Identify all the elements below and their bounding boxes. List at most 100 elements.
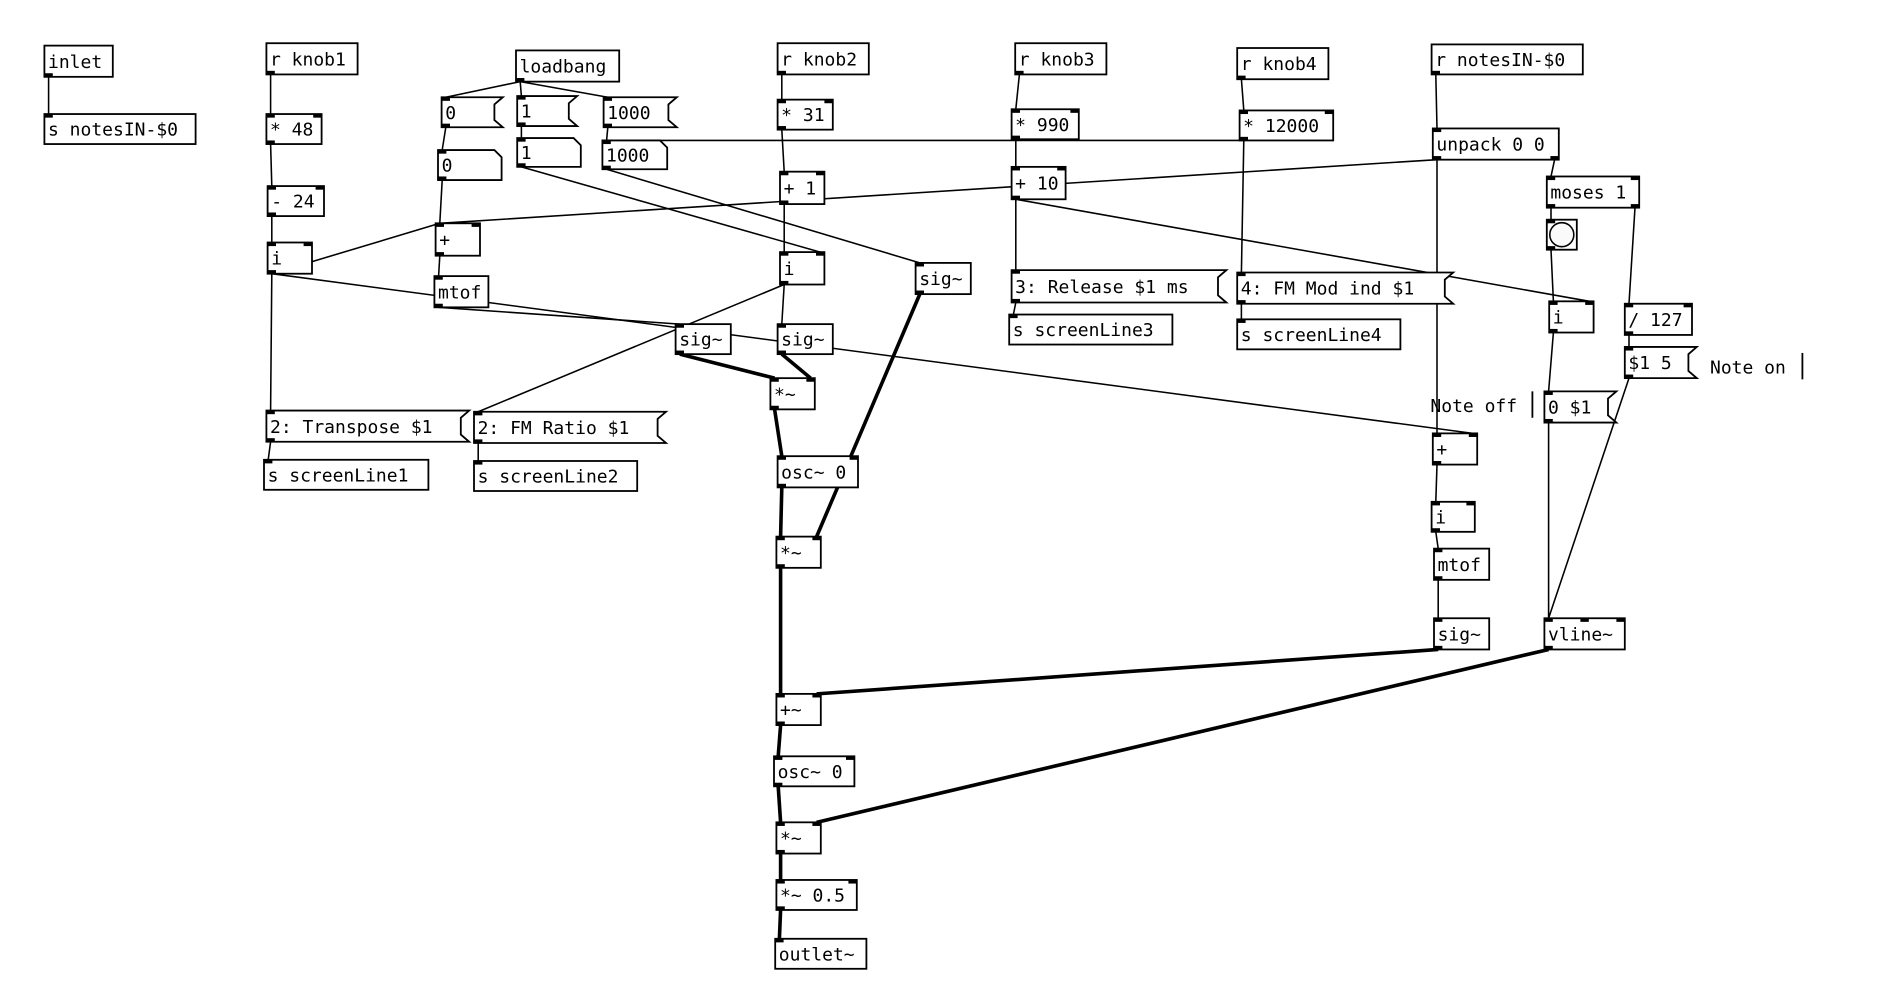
outlet-port[interactable] (1431, 70, 1440, 75)
inlet-port[interactable] (1011, 109, 1020, 113)
bang-button[interactable] (1545, 218, 1578, 251)
outlet-port[interactable] (915, 290, 924, 295)
inlet-port[interactable] (776, 536, 785, 541)
outlet-port[interactable] (603, 123, 612, 128)
inlet-port[interactable] (603, 97, 612, 101)
patch-cable-loadbang-to-msg0[interactable] (445, 80, 521, 99)
patch-cable-plus_b-to-i_b[interactable] (1435, 464, 1438, 502)
outlet-port[interactable] (1432, 156, 1442, 160)
inlet-port[interactable] (303, 242, 312, 247)
outlet-port[interactable] (1544, 418, 1553, 423)
inlet-port[interactable] (824, 99, 833, 104)
patch-cable-sig_c-to-mulsig_b[interactable] (814, 293, 922, 538)
patch-cable-osc_b-to-mulsig_c[interactable] (776, 786, 783, 823)
inlet-port[interactable] (816, 171, 825, 176)
inlet-port[interactable] (846, 756, 855, 760)
inlet-port[interactable] (812, 822, 821, 826)
inlet-port[interactable] (441, 97, 450, 101)
object-box[interactable]: i (779, 251, 826, 286)
patch-cable-loadbang-to-msg1000[interactable] (520, 80, 608, 99)
outlet-port[interactable] (517, 122, 526, 127)
outlet-port[interactable] (770, 405, 779, 410)
patch-cable-mul48-to-sub24[interactable] (269, 144, 273, 187)
patch-cable-r_notesin-to-unpack[interactable] (1435, 74, 1438, 129)
inlet-port[interactable] (1432, 128, 1442, 133)
outlet-port[interactable] (434, 303, 443, 308)
object-box[interactable]: + (434, 222, 481, 257)
message-box[interactable]: 0 $1 (1543, 390, 1619, 424)
outlet-port[interactable] (774, 782, 783, 787)
object-box[interactable]: i (1548, 300, 1595, 334)
inlet-port[interactable] (776, 822, 785, 826)
outlet-port[interactable] (777, 126, 786, 130)
inlet-port[interactable] (812, 536, 821, 541)
object-box[interactable]: r notesIN-$0 (1430, 43, 1584, 76)
object-box[interactable]: i (1430, 500, 1476, 533)
patch-cable-moses-to-div127[interactable] (1628, 207, 1636, 304)
object-box[interactable]: sig~ (1433, 617, 1491, 651)
inlet-port[interactable] (1011, 270, 1020, 274)
object-box[interactable]: s notesIN-$0 (43, 113, 197, 145)
patch-cable-mulsig_a-to-osc_a[interactable] (772, 409, 784, 457)
inlet-port[interactable] (267, 242, 276, 247)
object-box[interactable]: s screenLine4 (1236, 318, 1402, 351)
patch-cable-unpack-to-plus_a[interactable] (439, 158, 1438, 225)
object-box[interactable]: / 127 (1623, 302, 1693, 336)
outlet-port[interactable] (675, 350, 684, 355)
object-box[interactable]: + (1431, 432, 1479, 466)
inlet-port[interactable] (770, 378, 779, 382)
object-box[interactable]: *~ (775, 535, 822, 569)
outlet-port[interactable] (776, 721, 785, 726)
message-box[interactable]: 1 (516, 95, 580, 127)
message-box[interactable]: $1 5 (1623, 346, 1700, 380)
outlet-port[interactable] (1011, 298, 1020, 303)
object-box[interactable]: unpack 0 0 (1431, 127, 1560, 161)
inlet-port[interactable] (517, 138, 526, 142)
outlet-port[interactable] (44, 73, 53, 77)
patch-cable-addsig-to-osc_b[interactable] (776, 724, 783, 757)
inlet-port[interactable] (1011, 166, 1020, 171)
patch-cable-num1000-to-sig_c[interactable] (606, 168, 921, 264)
message-box[interactable]: 2: FM Ratio $1 (473, 410, 669, 444)
object-box[interactable]: vline~ (1543, 617, 1626, 651)
inlet-port[interactable] (806, 378, 815, 382)
inlet-port[interactable] (1546, 219, 1556, 224)
object-box[interactable]: - 24 (266, 185, 325, 217)
inlet-port[interactable] (1616, 618, 1625, 622)
inlet-port[interactable] (675, 324, 684, 328)
outlet-port[interactable] (1624, 374, 1634, 379)
object-box[interactable]: r knob1 (265, 42, 359, 76)
patch-cable-i_k2-to-msg_fmratio[interactable] (477, 283, 785, 413)
outlet-port[interactable] (776, 906, 785, 910)
inlet-port[interactable] (517, 96, 526, 100)
inlet-port[interactable] (1546, 176, 1556, 181)
inlet-port[interactable] (1468, 433, 1478, 437)
outlet-port[interactable] (1237, 75, 1246, 80)
outlet-port[interactable] (266, 140, 275, 145)
object-box[interactable]: loadbang (515, 49, 621, 83)
inlet-port[interactable] (780, 171, 789, 176)
patch-cable-loadbang-to-msg1[interactable] (519, 81, 523, 97)
object-box[interactable]: i (266, 241, 313, 275)
outlet-port[interactable] (777, 350, 786, 355)
outlet-port[interactable] (1624, 331, 1634, 335)
object-box[interactable]: osc~ 0 (776, 455, 859, 489)
inlet-port[interactable] (775, 938, 784, 943)
patch-cable-unpack-to-moses[interactable] (1550, 159, 1556, 177)
message-box[interactable]: 3: Release $1 ms (1010, 269, 1229, 304)
inlet-port[interactable] (1324, 110, 1334, 115)
patch-cable-vline-to-mulsig_c[interactable] (816, 647, 1550, 825)
inlet-port[interactable] (1432, 433, 1442, 437)
object-box[interactable]: moses 1 (1545, 175, 1641, 209)
inlet-port[interactable] (774, 756, 783, 760)
number-box[interactable]: 1000 (601, 139, 669, 171)
patch-cable-msg1000-to-num1000[interactable] (605, 127, 609, 141)
object-box[interactable]: *~ 0.5 (775, 879, 858, 911)
outlet-port[interactable] (1544, 645, 1553, 650)
object-box[interactable]: r knob2 (776, 42, 870, 76)
outlet-port[interactable] (1550, 156, 1559, 160)
outlet-port[interactable] (1237, 300, 1246, 304)
outlet-port[interactable] (267, 270, 276, 274)
object-box[interactable]: outlet~ (774, 937, 868, 970)
inlet-port[interactable] (1070, 109, 1079, 113)
